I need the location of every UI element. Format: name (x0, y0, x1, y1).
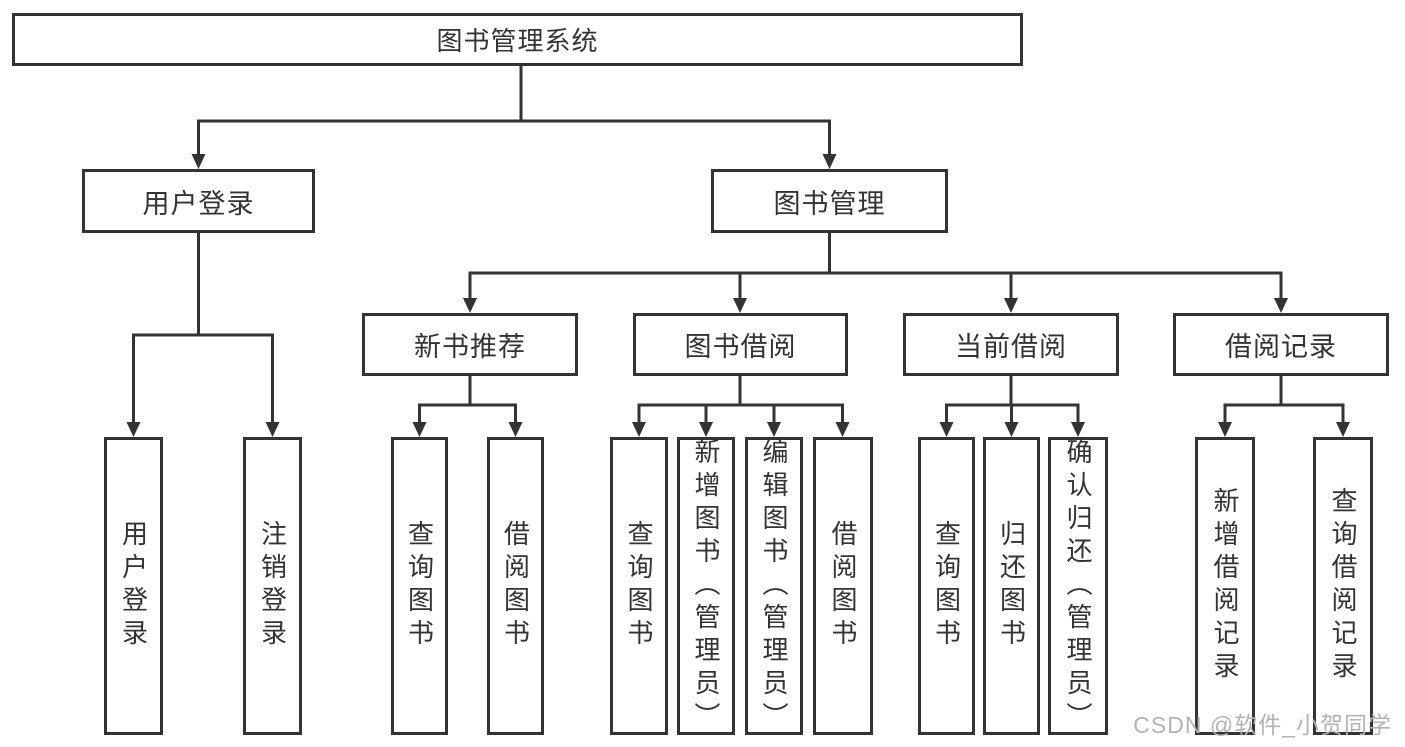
node-label: 图书管理系统 (436, 26, 599, 56)
leaf-current-query-books: 查询图书 (918, 437, 975, 735)
leaf-label: 新增图书（管理员） (691, 437, 721, 735)
node-borrow-records: 借阅记录 (1173, 313, 1389, 376)
leaf-recommend-borrow-books: 借阅图书 (487, 437, 544, 735)
connector-book-borrow-children (632, 376, 850, 437)
node-label: 借阅记录 (1225, 332, 1337, 362)
connector-root-to-level2 (191, 66, 837, 169)
connector-current-borrow-children (939, 376, 1085, 437)
connector-new-book-recommend-children (412, 376, 523, 437)
node-user-login: 用户登录 (82, 169, 315, 233)
leaf-logout: 注销登录 (243, 437, 302, 735)
leaf-label: 借阅图书 (828, 520, 858, 652)
node-library-management-system: 图书管理系统 (12, 13, 1023, 66)
leaf-add-books-admin: 新增图书（管理员） (677, 437, 735, 735)
node-current-borrow: 当前借阅 (903, 313, 1119, 376)
leaf-label: 借阅图书 (500, 520, 531, 652)
connector-user-login-children (126, 233, 280, 437)
node-book-borrow: 图书借阅 (633, 313, 848, 376)
connector-borrow-records-children (1218, 376, 1350, 437)
leaf-label: 注销登录 (257, 520, 288, 652)
leaf-user-login: 用户登录 (104, 437, 163, 735)
node-label: 图书借阅 (684, 332, 797, 362)
leaf-return-books: 归还图书 (983, 437, 1040, 735)
leaf-borrow-books: 借阅图书 (813, 437, 873, 735)
leaf-label: 用户登录 (118, 520, 149, 652)
leaf-label: 归还图书 (996, 520, 1027, 652)
leaf-confirm-return-admin: 确认归还（管理员） (1048, 437, 1108, 735)
leaf-label: 查询图书 (404, 520, 435, 652)
leaf-add-borrow-record: 新增借阅记录 (1195, 437, 1255, 735)
node-label: 当前借阅 (955, 332, 1067, 362)
leaf-label: 查询借阅记录 (1328, 487, 1358, 685)
leaf-recommend-query-books: 查询图书 (391, 437, 448, 735)
connector-book-management-children (463, 233, 1288, 313)
node-book-management: 图书管理 (711, 169, 948, 233)
leaf-label: 查询图书 (931, 520, 962, 652)
leaf-label: 确认归还（管理员） (1063, 437, 1093, 735)
leaf-label: 编辑图书（管理员） (759, 437, 789, 735)
node-label: 用户登录 (142, 188, 255, 219)
leaf-edit-books-admin: 编辑图书（管理员） (745, 437, 803, 735)
node-label: 新书推荐 (414, 332, 526, 362)
leaf-borrow-query-books: 查询图书 (610, 437, 668, 735)
leaf-label: 新增借阅记录 (1210, 487, 1240, 685)
node-new-book-recommend: 新书推荐 (362, 313, 578, 376)
csdn-watermark: CSDN @软件_小贺同学 (1133, 712, 1392, 738)
node-label: 图书管理 (773, 188, 886, 219)
leaf-query-borrow-record: 查询借阅记录 (1313, 437, 1373, 735)
leaf-label: 查询图书 (624, 520, 654, 652)
